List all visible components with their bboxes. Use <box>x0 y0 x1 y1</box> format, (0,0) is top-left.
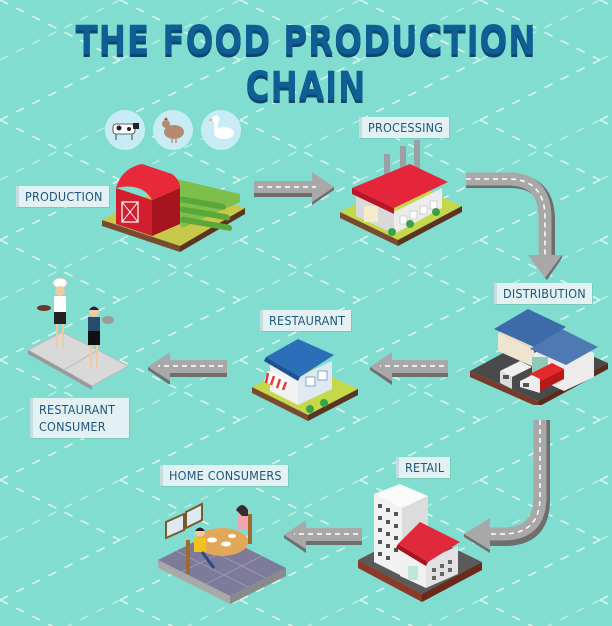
restaurant-building-icon <box>250 333 360 425</box>
warehouse-with-trucks-icon <box>468 303 610 405</box>
stage-label-production: PRODUCTION <box>16 186 109 207</box>
cow-icon <box>105 110 145 150</box>
arrow-production-to-processing <box>254 172 334 205</box>
arrow-processing-to-distribution <box>466 172 562 280</box>
chef-and-waiter-icon <box>26 278 130 392</box>
stage-label-restaurant: RESTAURANT <box>260 310 352 331</box>
arrow-retail-to-home <box>284 520 362 553</box>
stage-label-line2: CONSUMER <box>39 419 106 434</box>
truck-white <box>500 361 532 389</box>
chef-figure <box>37 278 68 348</box>
man-figure <box>186 527 216 574</box>
awning-icon <box>264 371 290 391</box>
stage-label-retail: RETAIL <box>396 457 451 478</box>
arrow-distribution-to-retail <box>464 420 550 553</box>
factory-icon <box>338 136 466 251</box>
duck-icon <box>201 110 241 150</box>
window-icon <box>165 502 203 540</box>
retail-building-icon <box>356 484 484 606</box>
waiter-figure <box>88 306 114 368</box>
arrow-distribution-to-restaurant <box>370 352 448 385</box>
stage-label-distribution: DISTRIBUTION <box>494 283 592 304</box>
page-title: THE FOOD PRODUCTION CHAIN <box>75 18 537 110</box>
arrow-restaurant-to-consumer <box>148 352 227 385</box>
stage-label-line1: RESTAURANT <box>39 402 116 417</box>
stage-label-restaurant-consumer: RESTAURANT CONSUMER <box>30 398 129 438</box>
barn-with-crops-icon <box>100 158 250 253</box>
truck-red <box>520 363 564 393</box>
animal-icons <box>104 108 244 154</box>
stage-label-home-consumers: HOME CONSUMERS <box>160 465 288 486</box>
stage-label-processing: PROCESSING <box>359 117 450 138</box>
family-dining-icon <box>156 496 288 608</box>
chicken-icon <box>153 110 193 150</box>
woman-figure <box>236 505 252 544</box>
